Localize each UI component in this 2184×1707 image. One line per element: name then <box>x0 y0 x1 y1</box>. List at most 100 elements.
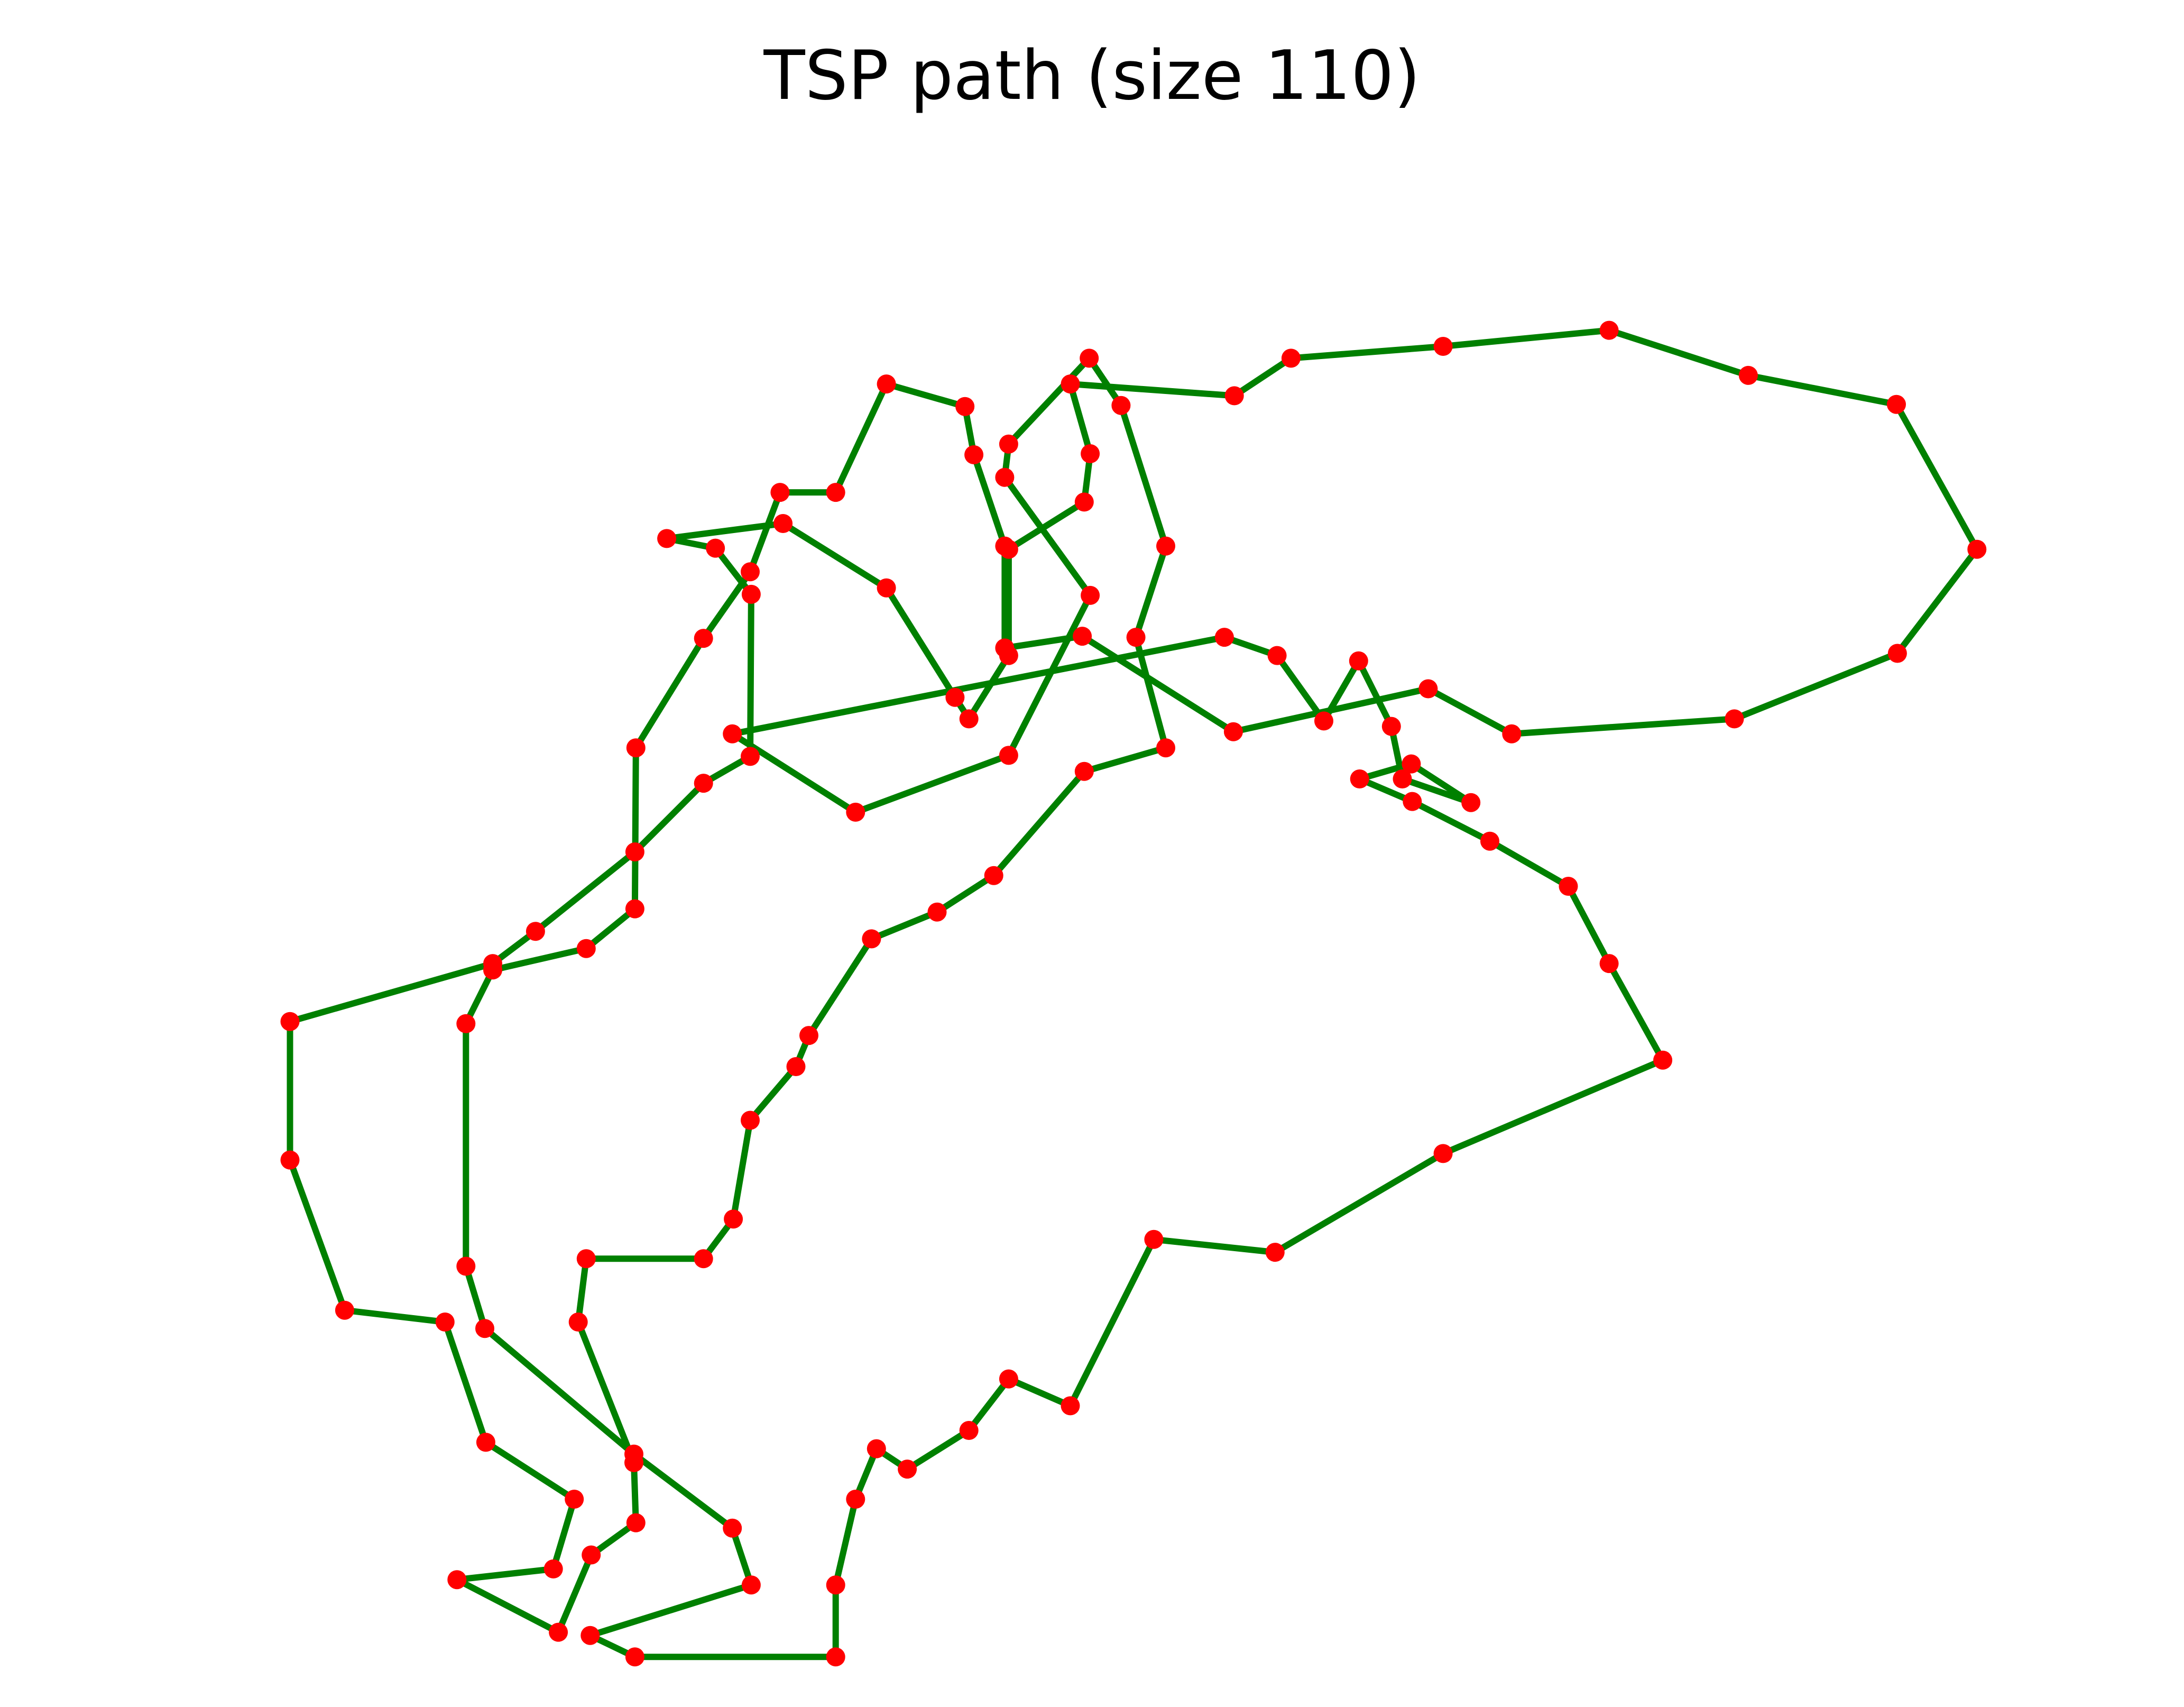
city-point <box>625 1647 644 1667</box>
city-point <box>280 1012 300 1031</box>
path-segment <box>965 652 1012 722</box>
path-segment <box>1355 657 1395 730</box>
city-point <box>1111 396 1131 415</box>
path-segment <box>1356 776 1416 805</box>
city-point <box>995 467 1015 487</box>
path-segment <box>555 1552 595 1636</box>
city-point <box>582 1545 601 1565</box>
path-segment <box>583 905 638 952</box>
path-segment <box>1150 1236 1278 1256</box>
path-segment <box>806 935 875 1039</box>
city-point <box>927 902 947 922</box>
city-point <box>435 1313 455 1332</box>
path-segment <box>631 1451 736 1531</box>
city-point <box>724 1209 743 1229</box>
path-segment <box>729 634 1228 737</box>
path-segment <box>441 1319 489 1446</box>
path-segment <box>1487 838 1572 889</box>
path-segment <box>490 945 589 974</box>
city-point <box>995 536 1015 556</box>
path-segment <box>1231 355 1294 399</box>
city-point <box>999 1369 1018 1389</box>
city-point <box>475 1319 494 1338</box>
city-point <box>1738 365 1758 385</box>
path-segment <box>631 1459 639 1526</box>
city-point <box>694 629 713 648</box>
path-segment <box>1079 633 1237 735</box>
city-point <box>526 922 545 941</box>
path-segment <box>341 1307 448 1325</box>
path-segment <box>990 768 1088 879</box>
city-point <box>741 1111 760 1130</box>
path-segment <box>1321 657 1362 724</box>
city-point <box>1418 679 1438 699</box>
path-segment <box>1399 776 1475 806</box>
city-point <box>1265 1243 1285 1262</box>
city-point <box>999 746 1018 765</box>
city-point <box>657 529 677 548</box>
city-point <box>1350 769 1369 788</box>
city-point <box>456 1256 476 1276</box>
city-point <box>625 899 644 919</box>
path-segment <box>852 752 1012 815</box>
city-point <box>280 1150 300 1170</box>
city-point <box>741 584 761 604</box>
city-point <box>1080 348 1099 368</box>
city-point <box>945 687 965 707</box>
city-point <box>335 1300 354 1320</box>
path-segment <box>868 908 941 942</box>
city-point <box>999 434 1018 454</box>
city-point <box>549 1622 568 1642</box>
city-point <box>456 1014 476 1033</box>
path-segment <box>1606 960 1666 1063</box>
city-point <box>723 1518 742 1538</box>
city-point <box>447 1570 467 1590</box>
city-point <box>1061 374 1080 394</box>
city-point <box>1081 444 1100 463</box>
path-segment <box>1271 1150 1446 1256</box>
city-point <box>959 709 979 729</box>
path-segment <box>1274 652 1327 724</box>
city-point <box>1393 769 1412 788</box>
city-point <box>846 1490 865 1509</box>
path-segment <box>1565 883 1612 967</box>
path-segment <box>631 745 639 912</box>
path-segment <box>287 960 496 1025</box>
city-point <box>694 1249 713 1269</box>
city-point <box>826 1575 845 1595</box>
path-segment <box>934 872 997 915</box>
path-segment <box>1001 474 1094 599</box>
path-segment <box>1893 401 1980 553</box>
city-point <box>1281 348 1301 368</box>
path-segment <box>664 520 787 542</box>
path-segment <box>747 489 784 575</box>
city-point <box>1224 386 1244 406</box>
path-segment <box>287 1157 348 1314</box>
city-point <box>476 1433 495 1452</box>
path-segment <box>575 1319 637 1466</box>
path-segment <box>631 780 707 855</box>
city-point <box>984 866 1003 885</box>
city-point <box>483 960 502 980</box>
path-segment <box>454 1565 557 1583</box>
path-segment <box>730 1117 753 1223</box>
path-segment <box>1425 685 1515 737</box>
city-point <box>846 802 865 822</box>
path-segment <box>883 381 969 410</box>
city-point <box>964 445 984 464</box>
path-segment <box>1005 355 1093 447</box>
path-segment <box>1118 402 1169 549</box>
path-segment <box>883 584 959 701</box>
path-segment <box>700 568 753 642</box>
city-point <box>741 1575 761 1595</box>
city-point <box>1887 644 1907 663</box>
city-point <box>1402 754 1421 774</box>
city-point <box>959 1421 979 1440</box>
city-point <box>1074 492 1094 512</box>
city-point <box>706 538 725 558</box>
city-point <box>624 1444 643 1464</box>
city-point <box>1314 711 1333 731</box>
path-segment <box>747 1063 799 1124</box>
path-segment <box>1081 745 1169 775</box>
